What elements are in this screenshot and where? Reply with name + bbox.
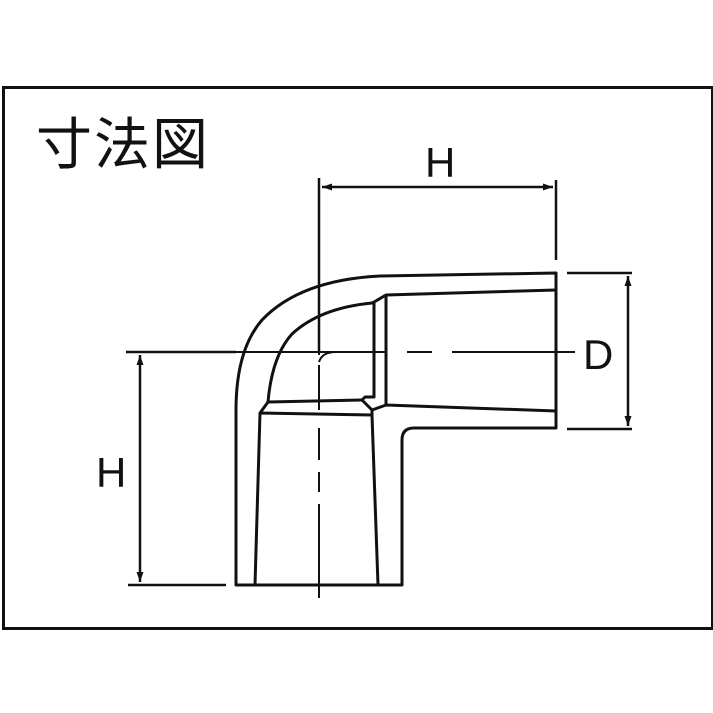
inner-fillet: [318, 351, 337, 363]
outer-contour: [234, 271, 558, 587]
right-socket: [360, 288, 557, 413]
diagram-title: 寸法図: [36, 113, 210, 178]
left-h-label: H: [96, 449, 127, 496]
top-h-label: H: [425, 139, 456, 186]
inner-bore-curve: [266, 300, 375, 403]
bottom-socket: [253, 398, 380, 586]
diagram-frame: [2, 86, 713, 630]
right-d-label: D: [583, 331, 614, 378]
